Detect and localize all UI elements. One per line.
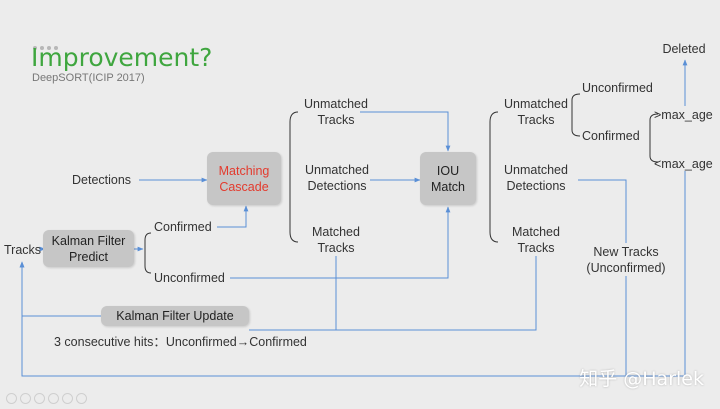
brace-after-iou (489, 111, 499, 243)
node-unmatched-detections-2: Unmatched Detections (504, 163, 568, 193)
node-new-tracks: New Tracks (Unconfirmed) (586, 245, 666, 275)
node-tracks: Tracks (4, 243, 42, 257)
brace-confirmed-max-age (649, 113, 659, 163)
line-unmatched-dets-to-new (578, 179, 627, 243)
arrow-bottom-feedback-to-tracks (19, 261, 685, 377)
slideshow-toolbar[interactable] (6, 391, 90, 409)
brace-unmatched-tracks-2 (571, 93, 581, 137)
node-deleted: Deleted (662, 42, 706, 56)
brace-after-predict (144, 232, 152, 274)
kalman-update-box: Kalman Filter Update (101, 306, 249, 326)
arrow-update-to-tracks (19, 261, 101, 317)
node-unmatched-tracks-2: Unmatched Tracks (504, 97, 568, 127)
decorative-dots (33, 37, 61, 55)
slide-title: Improvement? (31, 43, 213, 72)
iou-match-box: IOU Match (420, 152, 476, 205)
watermark: 知乎 @Harlek (579, 368, 704, 390)
node-detections: Detections (72, 173, 132, 187)
node-unmatched-tracks-1: Unmatched Tracks (304, 97, 368, 127)
arrow-unconfirmed-to-iou (230, 206, 451, 279)
node-gt-max-age: >max_age (654, 108, 713, 122)
node-confirmed-left: Confirmed (154, 220, 212, 234)
brace-after-cascade (289, 111, 299, 243)
node-unconfirmed-top: Unconfirmed (582, 81, 653, 95)
kalman-predict-box: Kalman Filter Predict (43, 230, 134, 267)
matching-cascade-box: Matching Cascade (207, 152, 281, 205)
node-unmatched-detections-1: Unmatched Detections (305, 163, 369, 193)
node-unconfirmed-left: Unconfirmed (154, 271, 225, 285)
node-hits-note: 3 consecutive hits：Unconfirmed→Confirmed (54, 335, 307, 349)
node-matched-tracks-1: Matched Tracks (312, 225, 360, 255)
arrow-unmatched-tracks-to-iou (360, 111, 451, 152)
line-matched-tracks-2-update (336, 256, 537, 331)
node-lt-max-age: <max_age (654, 157, 713, 171)
slide-subtitle: DeepSORT(ICIP 2017) (32, 72, 145, 84)
arrow-confirmed-to-cascade (217, 205, 249, 228)
node-confirmed-right: Confirmed (582, 129, 640, 143)
line-matched-tracks-1-update (249, 256, 337, 331)
node-matched-tracks-2: Matched Tracks (512, 225, 560, 255)
